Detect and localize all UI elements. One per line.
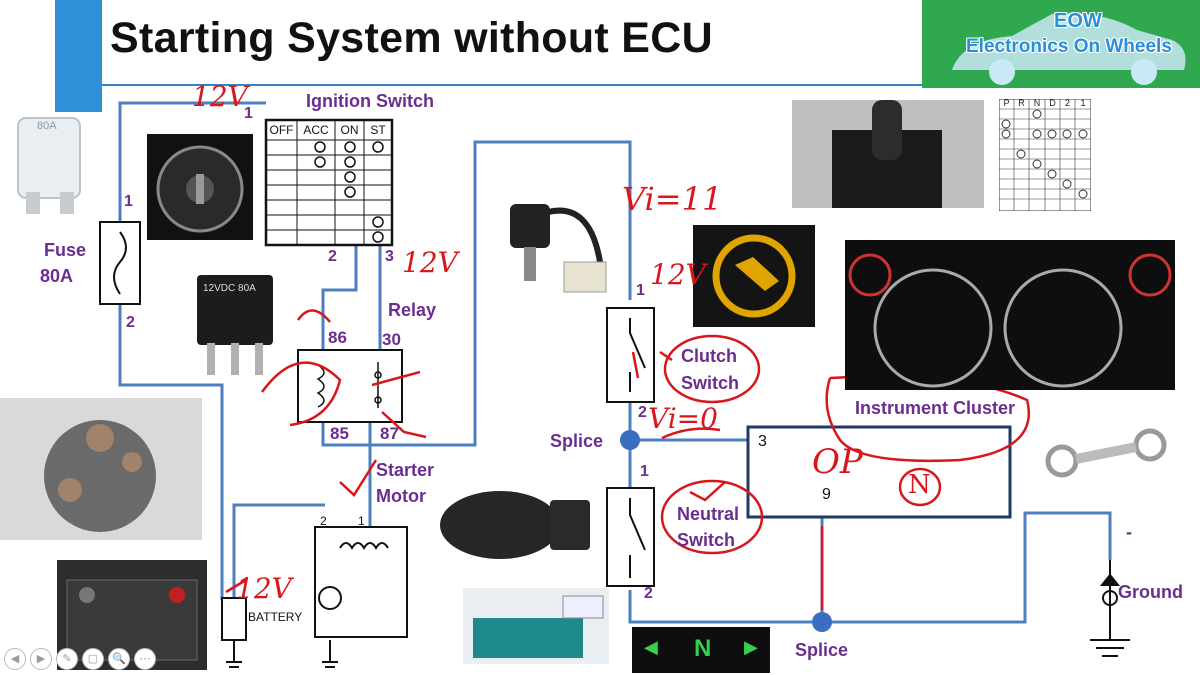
- pin-clutch-2: 2: [638, 404, 647, 421]
- clutch-switch-photo: [500, 192, 620, 302]
- label-ignition-switch: Ignition Switch: [306, 91, 434, 111]
- pin-cluster-3: 3: [758, 433, 767, 450]
- gear-header-n: N: [1033, 98, 1041, 108]
- ign-header-on: ON: [340, 123, 359, 137]
- nav-pen-button[interactable]: ✎: [56, 648, 78, 670]
- ignition-switch-box: [264, 118, 394, 247]
- gear-header-d: D: [1049, 98, 1056, 108]
- title-rule: [102, 84, 922, 86]
- gear-header-1: 1: [1080, 98, 1086, 108]
- wire-neutral-to-ground: [628, 511, 1112, 624]
- pin-ign-1: 1: [244, 105, 253, 122]
- indicator-strip-photo: N ◀ ▶: [632, 627, 770, 673]
- instrument-cluster-box: [746, 425, 1012, 519]
- pin-fuse-1: 1: [124, 193, 133, 210]
- annotation-12v-top: 12V: [192, 80, 248, 113]
- annotation-op: OP: [812, 442, 863, 482]
- main-ground-icon: [1090, 560, 1130, 657]
- annotation-12v-ignition: 12V: [402, 246, 458, 279]
- label-instrument-cluster: Instrument Cluster: [855, 398, 1016, 418]
- label-clutch: Clutch: [681, 346, 737, 366]
- pin-ign-2: 2: [328, 248, 337, 265]
- slide-nav: ◀ ▶ ✎ ▢ 🔍 ⋯: [4, 648, 156, 670]
- wire-battery-to-starter: [232, 503, 325, 600]
- page-title: Starting System without ECU: [110, 14, 713, 62]
- pin-relay-86: 86: [328, 328, 347, 347]
- ignition-key-photo: [147, 134, 253, 240]
- relay-box: [297, 349, 403, 423]
- clutch-warning-photo: [693, 225, 815, 327]
- neutral-indicator: N: [694, 635, 712, 662]
- eow-logo: EOW Electronics On Wheels: [922, 0, 1200, 88]
- label-ground-minus: -: [1126, 522, 1132, 542]
- battery-photo: [57, 560, 207, 670]
- solenoid-photo: [0, 398, 202, 540]
- annotation-12v-battery: 12V: [236, 572, 292, 605]
- pin-neutral-2: 2: [644, 585, 653, 602]
- label-splice-1: Splice: [550, 431, 604, 451]
- gear-header-r: R: [1018, 98, 1025, 108]
- nav-more-button[interactable]: ⋯: [134, 648, 156, 670]
- label-ground: Ground: [1118, 582, 1183, 602]
- relay-photo-label: 12VDC 80A: [203, 283, 256, 294]
- label-fuse: Fuse: [44, 240, 87, 260]
- dashboard-photo: [845, 240, 1175, 390]
- pin-neutral-1: 1: [640, 463, 649, 480]
- battery-symbol: [221, 597, 247, 641]
- logo-car-icon: [952, 13, 1186, 85]
- fuse-photo: 80A: [4, 112, 96, 216]
- pin-cluster-9: 9: [822, 486, 831, 503]
- splice-dot-1: [620, 430, 640, 450]
- label-motor: Motor: [376, 486, 426, 506]
- label-splice-2: Splice: [795, 640, 849, 660]
- annotation-vi-top: Vi=11: [622, 180, 723, 218]
- nav-next-button[interactable]: ▶: [30, 648, 52, 670]
- label-clutch-switch: Switch: [681, 373, 740, 393]
- starter-ground-icon: [322, 640, 338, 668]
- relay-photo: 12VDC 80A: [195, 273, 275, 385]
- pin-relay-85: 85: [330, 424, 349, 443]
- battery-ground-icon: [226, 640, 242, 668]
- pin-relay-30: 30: [382, 330, 401, 349]
- logo-line-1: EOW: [1054, 10, 1102, 32]
- annotation-n-circled: N: [908, 470, 931, 500]
- right-arrow-icon: ▶: [744, 637, 758, 657]
- wire-fuse-to-battery: [118, 300, 224, 600]
- ignition-table-headers: OFF ACC ON ST: [266, 123, 392, 137]
- splice-dot-2: [812, 612, 832, 632]
- ign-header-off: OFF: [269, 123, 294, 137]
- gear-header-p: P: [1003, 98, 1010, 108]
- title-accent: [55, 0, 102, 112]
- ign-header-acc: ACC: [303, 123, 329, 137]
- pin-starter-1: 1: [358, 514, 365, 528]
- ring-terminal-photo: [1040, 415, 1170, 495]
- nav-slides-button[interactable]: ▢: [82, 648, 104, 670]
- annotation-vi-bottom: Vi=0: [648, 402, 718, 435]
- starter-cutaway-photo: [463, 588, 609, 664]
- label-fuse-rating: 80A: [40, 266, 74, 286]
- pin-clutch-1: 1: [636, 282, 645, 299]
- wire-relay85-to-clutch: [330, 140, 632, 447]
- annotation-12v-clutch: 12V: [650, 258, 706, 291]
- label-starter: Starter: [376, 460, 435, 480]
- logo-line-2: Electronics On Wheels: [966, 36, 1172, 57]
- wire-ign2-to-relay86: [321, 245, 358, 350]
- label-battery: BATTERY: [248, 610, 303, 624]
- wire-fuse-to-ignition: [118, 101, 266, 230]
- left-arrow-icon: ◀: [644, 637, 658, 657]
- nav-prev-button[interactable]: ◀: [4, 648, 26, 670]
- pin-relay-87: 87: [380, 424, 399, 443]
- nav-zoom-button[interactable]: 🔍: [108, 648, 130, 670]
- label-neutral-switch: Switch: [677, 530, 736, 550]
- gear-shifter-photo: [792, 100, 984, 208]
- ign-header-st: ST: [370, 123, 386, 137]
- neutral-switch-photo: [430, 470, 610, 580]
- gear-header-2: 2: [1064, 98, 1070, 108]
- fuse-photo-label: 80A: [37, 120, 57, 132]
- label-relay: Relay: [388, 300, 437, 320]
- pin-ign-3: 3: [385, 248, 394, 265]
- label-neutral: Neutral: [677, 504, 740, 524]
- pin-fuse-2: 2: [126, 314, 135, 331]
- pin-starter-2: 2: [320, 514, 327, 528]
